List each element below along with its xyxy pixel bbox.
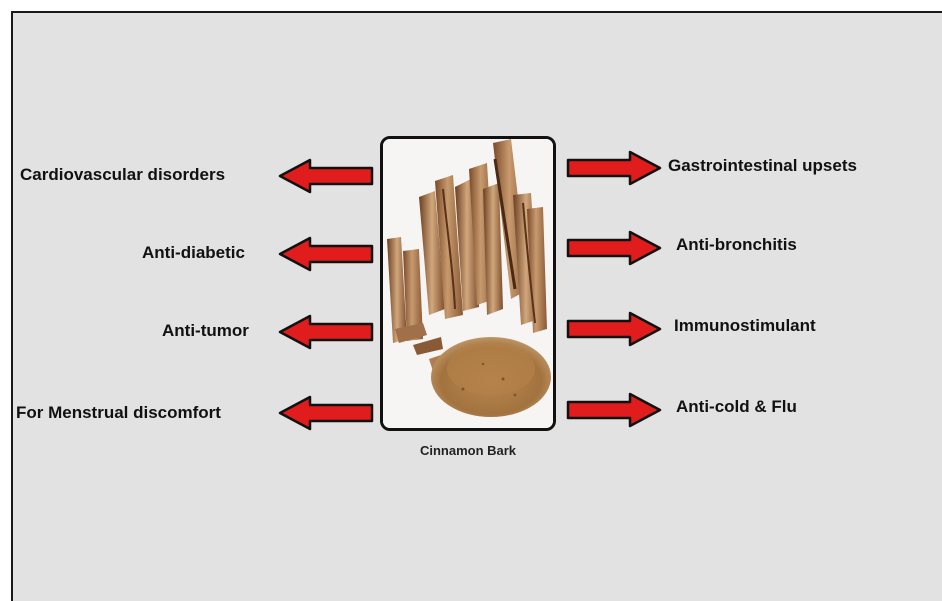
label-gastrointestinal: Gastrointestinal upsets xyxy=(668,156,857,176)
label-menstrual: For Menstrual discomfort xyxy=(16,403,221,423)
cinnamon-image xyxy=(380,136,556,431)
label-anti-cold-flu: Anti-cold & Flu xyxy=(676,397,797,417)
left-arrow-icon xyxy=(278,158,374,194)
left-arrow-icon xyxy=(278,314,374,350)
label-immunostimulant: Immunostimulant xyxy=(674,316,816,336)
image-caption: Cinnamon Bark xyxy=(380,443,556,458)
label-anti-diabetic: Anti-diabetic xyxy=(142,243,245,263)
right-arrow-icon xyxy=(566,230,662,266)
label-anti-tumor: Anti-tumor xyxy=(162,321,249,341)
left-arrow-icon xyxy=(278,236,374,272)
right-arrow-icon xyxy=(566,311,662,347)
left-arrow-icon xyxy=(278,395,374,431)
right-arrow-icon xyxy=(566,150,662,186)
right-arrow-icon xyxy=(566,392,662,428)
label-cardiovascular: Cardiovascular disorders xyxy=(20,165,225,185)
label-anti-bronchitis: Anti-bronchitis xyxy=(676,235,797,255)
